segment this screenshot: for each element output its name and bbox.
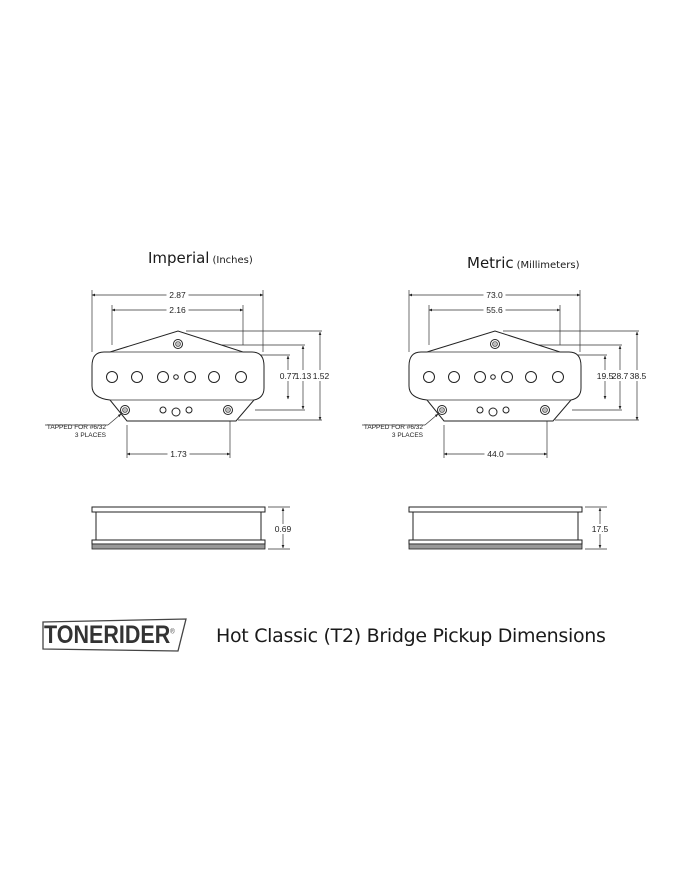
height-mid-label: 28.7	[612, 371, 629, 381]
pole-piece	[501, 371, 513, 383]
mount-spacing-label: 44.0	[487, 449, 504, 459]
width-inner-label: 2.16	[169, 305, 186, 315]
lead-hole	[476, 406, 484, 414]
width-overall-label: 73.0	[486, 290, 503, 300]
tapped-note-places: 3 PLACES	[392, 432, 424, 439]
note-leader	[107, 413, 122, 426]
side-baseplate-bottom	[408, 543, 583, 550]
label-bg	[595, 370, 647, 381]
tapped-hole-inner	[122, 407, 128, 413]
height-overall-label: 1.52	[313, 371, 330, 381]
lead-hole	[185, 406, 193, 414]
width-overall-label: 2.87	[169, 290, 186, 300]
pole-piece	[208, 371, 220, 383]
pole-piece	[131, 371, 143, 383]
small-hole	[173, 374, 179, 380]
width-inner-bg	[483, 305, 506, 314]
side-cover-body	[412, 511, 579, 541]
page-title: Hot Classic (T2) Bridge Pickup Dimension…	[216, 625, 606, 647]
depth-label: 17.5	[592, 524, 609, 534]
side-cover-top	[91, 506, 266, 513]
label-bg	[587, 524, 611, 534]
side-baseplate-bottom	[91, 543, 266, 550]
lead-hole	[171, 407, 181, 417]
pole-piece	[235, 371, 247, 383]
mount-spacing-label: 1.73	[170, 449, 187, 459]
note-leader	[424, 413, 439, 426]
height-overall-label: 38.5	[630, 371, 647, 381]
tapped-hole-inner	[439, 407, 445, 413]
lead-hole	[488, 407, 498, 417]
width-inner-bg	[166, 305, 189, 314]
tapped-hole-inner	[225, 407, 231, 413]
depth-label: 0.69	[275, 524, 292, 534]
pole-piece	[552, 371, 564, 383]
metric-title: Metric(Millimeters)	[467, 254, 580, 272]
side-cover-body	[95, 511, 262, 541]
height-small-label: 0.77	[280, 371, 297, 381]
tonerider-logo-frame	[42, 618, 187, 652]
tapped-note: TAPPED FOR #6/32	[47, 424, 107, 431]
pole-piece	[525, 371, 537, 383]
pole-piece	[474, 371, 486, 383]
pole-piece	[106, 371, 118, 383]
height-mid-label: 1.13	[295, 371, 312, 381]
tapped-note-places: 3 PLACES	[75, 432, 107, 439]
tapped-hole-inner	[492, 341, 498, 347]
side-baseplate	[91, 539, 266, 545]
mount-spacing-bg	[484, 449, 507, 458]
tapped-note: TAPPED FOR #6/32	[364, 424, 424, 431]
pole-piece	[157, 371, 169, 383]
side-baseplate	[408, 539, 583, 545]
width-overall-bg	[166, 290, 189, 299]
mount-spacing-bg	[167, 449, 190, 458]
side-cover-top	[408, 506, 583, 513]
imperial-title: Imperial(Inches)	[148, 249, 253, 267]
pole-piece	[448, 371, 460, 383]
width-inner-label: 55.6	[486, 305, 503, 315]
metric-diagram: Metric(Millimeters) 73.0 55.6 44.0 19.528.7…	[362, 254, 647, 550]
tapped-hole-inner	[175, 341, 181, 347]
label-bg	[278, 370, 330, 381]
lead-hole	[159, 406, 167, 414]
tonerider-logo: TONERIDER®	[44, 621, 175, 649]
tapped-hole-inner	[542, 407, 548, 413]
pole-piece	[423, 371, 435, 383]
pole-piece	[184, 371, 196, 383]
height-small-label: 19.5	[597, 371, 614, 381]
lead-hole	[502, 406, 510, 414]
label-bg	[270, 524, 294, 534]
small-hole	[490, 374, 496, 380]
width-overall-bg	[483, 290, 506, 299]
